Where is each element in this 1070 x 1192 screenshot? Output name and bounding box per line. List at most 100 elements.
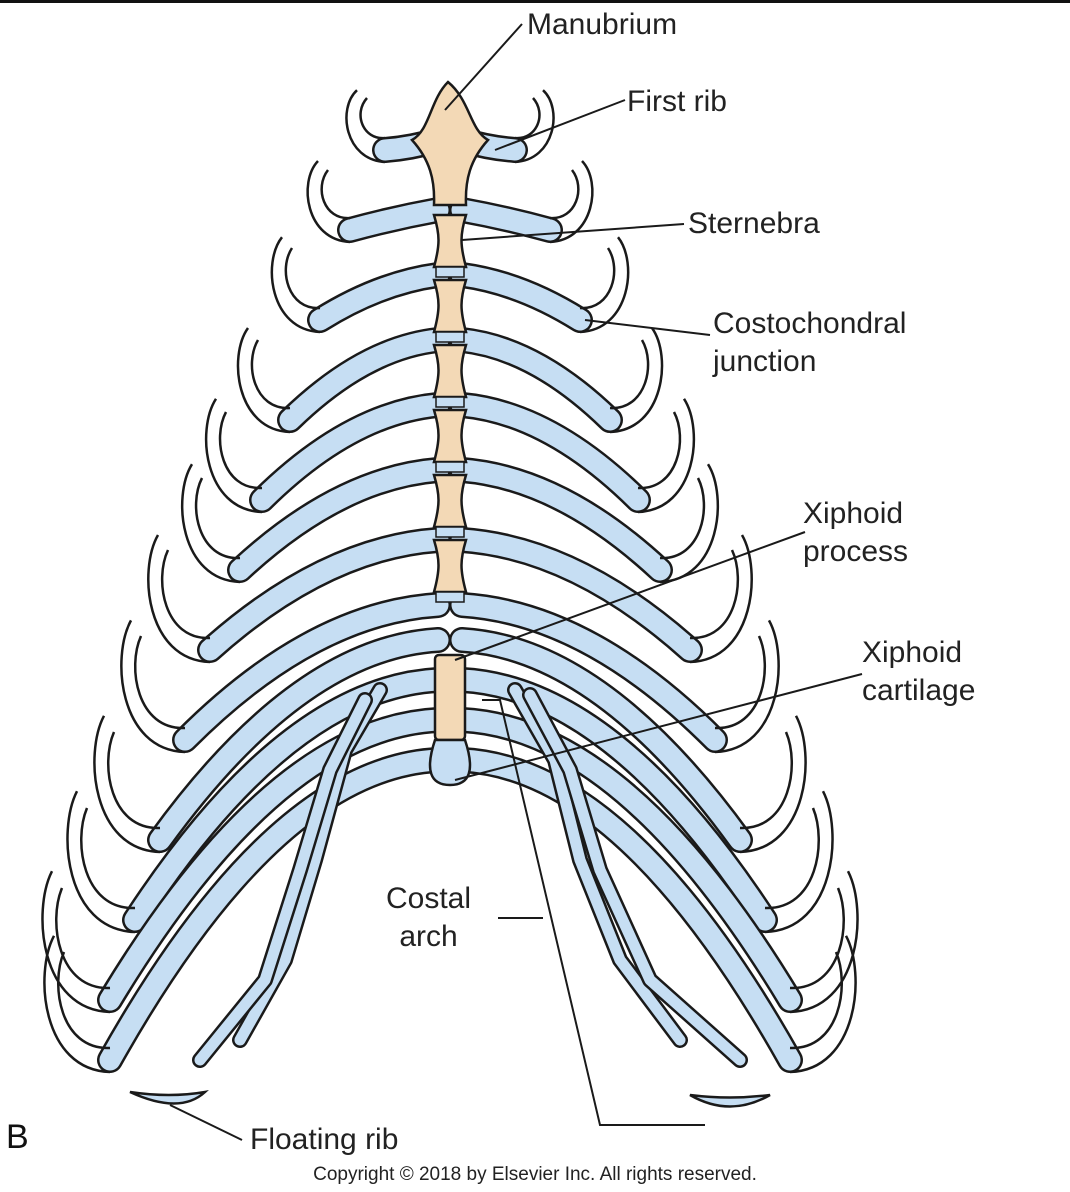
rib-bone-inner-edge — [134, 635, 186, 730]
rib-bone-outer-edge — [93, 715, 161, 854]
rib-bone-outer-edge — [789, 935, 857, 1074]
leader-line — [454, 531, 806, 661]
manubrium-bone — [410, 80, 490, 207]
xiphoid-process-bone — [433, 653, 467, 742]
leader-line — [169, 1104, 243, 1141]
rib-bone-outer-edge — [236, 327, 291, 434]
rib-bone-outer-edge — [147, 534, 211, 664]
costal-arch-cartilage — [524, 689, 746, 1066]
rib-bone-inner-edge — [549, 169, 580, 220]
rib-bone-outer-edge — [204, 398, 263, 514]
sternebra-bone — [432, 213, 468, 269]
leader-line — [461, 223, 685, 241]
intersternebral-cartilage — [435, 461, 465, 473]
rib-bone-inner-edge — [55, 887, 111, 990]
rib-bone-inner-edge — [789, 951, 843, 1050]
rib-cartilage — [451, 594, 726, 751]
label-first-rib: First rib — [627, 85, 727, 118]
rib-bone-inner-edge — [789, 887, 845, 990]
label-costochondral-junction: Costochondral junction — [713, 307, 907, 378]
rib-cartilage — [451, 199, 561, 241]
sternebra-bone — [432, 343, 468, 399]
rib-bone-inner-edge — [609, 339, 650, 410]
rib-cartilage — [279, 329, 449, 431]
label-manubrium: Manubrium — [527, 8, 678, 41]
leader-line — [444, 23, 523, 111]
intersternebral-cartilage — [435, 266, 465, 278]
rib-bone-outer-edge — [714, 619, 780, 754]
sternum — [410, 80, 490, 787]
rib-bone-outer-edge — [689, 534, 753, 664]
xiphoid-cartilage — [428, 738, 472, 787]
rib-bone-inner-edge — [250, 339, 291, 410]
rib-bone-outer-edge — [609, 327, 664, 434]
rib-cartilage — [309, 264, 449, 331]
intersternebral-cartilage — [435, 591, 465, 603]
rib-bone-inner-edge — [764, 807, 820, 910]
rib-cartilage — [99, 709, 449, 1011]
rib-cartilage — [451, 459, 671, 581]
sternebra-bone — [432, 408, 468, 464]
rib-bone-outer-edge — [345, 89, 386, 164]
floating-rib-left — [129, 1090, 209, 1105]
rib-cartilage — [99, 749, 449, 1071]
rib-bone-inner-edge — [739, 731, 793, 830]
intersternebral-cartilage — [435, 331, 465, 343]
rib-cartilage — [451, 529, 701, 661]
label-sternebra: Sternebra — [688, 207, 820, 240]
rib-bone-outer-edge — [181, 463, 241, 584]
rib-bone-inner-edge — [107, 731, 161, 830]
rib-bone-outer-edge — [270, 236, 321, 334]
rib-cartilage — [124, 669, 449, 931]
rib-bone-outer-edge — [306, 160, 351, 244]
rib-cartilage — [451, 629, 751, 851]
rib-cartilage — [251, 394, 449, 511]
intersternebral-cartilage — [435, 396, 465, 408]
rib-bone-inner-edge — [80, 807, 136, 910]
leader-line — [584, 319, 711, 336]
costal-arch-cartilage — [194, 694, 371, 1066]
rib-bone-outer-edge — [43, 935, 111, 1074]
copyright-notice: Copyright © 2018 by Elsevier Inc. All ri… — [313, 1164, 757, 1185]
rib-bone-inner-edge — [194, 477, 241, 560]
ribs-group — [41, 89, 859, 1108]
rib-bone-inner-edge — [284, 247, 321, 310]
leader-line — [454, 673, 863, 781]
rib-bone-outer-edge — [739, 715, 807, 854]
rib-bone-inner-edge — [218, 411, 263, 490]
rib-bone-inner-edge — [714, 635, 766, 730]
rib-bone-outer-edge — [120, 619, 186, 754]
rib-bone-outer-edge — [637, 398, 696, 514]
rib-cartilage — [451, 264, 591, 331]
rib-bone-inner-edge — [637, 411, 682, 490]
sternebra-bone — [432, 473, 468, 529]
rib-bone-inner-edge — [514, 97, 541, 140]
rib-bone-inner-edge — [579, 247, 616, 310]
rib-cartilage — [199, 529, 449, 661]
rib-cartilage — [339, 199, 449, 241]
sternebra-bone — [432, 278, 468, 334]
rib-bone-outer-edge — [514, 89, 555, 164]
costal-arch-bracket — [482, 699, 705, 1126]
rib-bone-inner-edge — [160, 549, 211, 640]
label-costal-arch: Costal arch — [386, 882, 472, 953]
rib-cartilage — [229, 459, 449, 581]
rib-bone-inner-edge — [659, 477, 706, 560]
costal-arch-left — [192, 682, 388, 1068]
rib-cartilage — [451, 329, 621, 431]
floating-rib-right — [689, 1093, 771, 1108]
rib-bone-outer-edge — [764, 790, 834, 934]
rib-bone-inner-edge — [689, 549, 740, 640]
top-border — [0, 0, 1070, 3]
rib-cartilage — [174, 594, 449, 751]
rib-bone-outer-edge — [549, 160, 594, 244]
sternebra-bone — [432, 538, 468, 594]
rib-bone-inner-edge — [57, 951, 111, 1050]
label-xiphoid-cartilage: Xiphoid cartilage — [862, 636, 976, 707]
rib-bone-inner-edge — [320, 169, 351, 220]
rib-bone-outer-edge — [66, 790, 136, 934]
rib-cartilage — [451, 669, 776, 931]
leader-lines — [169, 23, 863, 1141]
label-floating-rib: Floating rib — [250, 1123, 399, 1156]
costal-arch-right — [507, 682, 748, 1068]
